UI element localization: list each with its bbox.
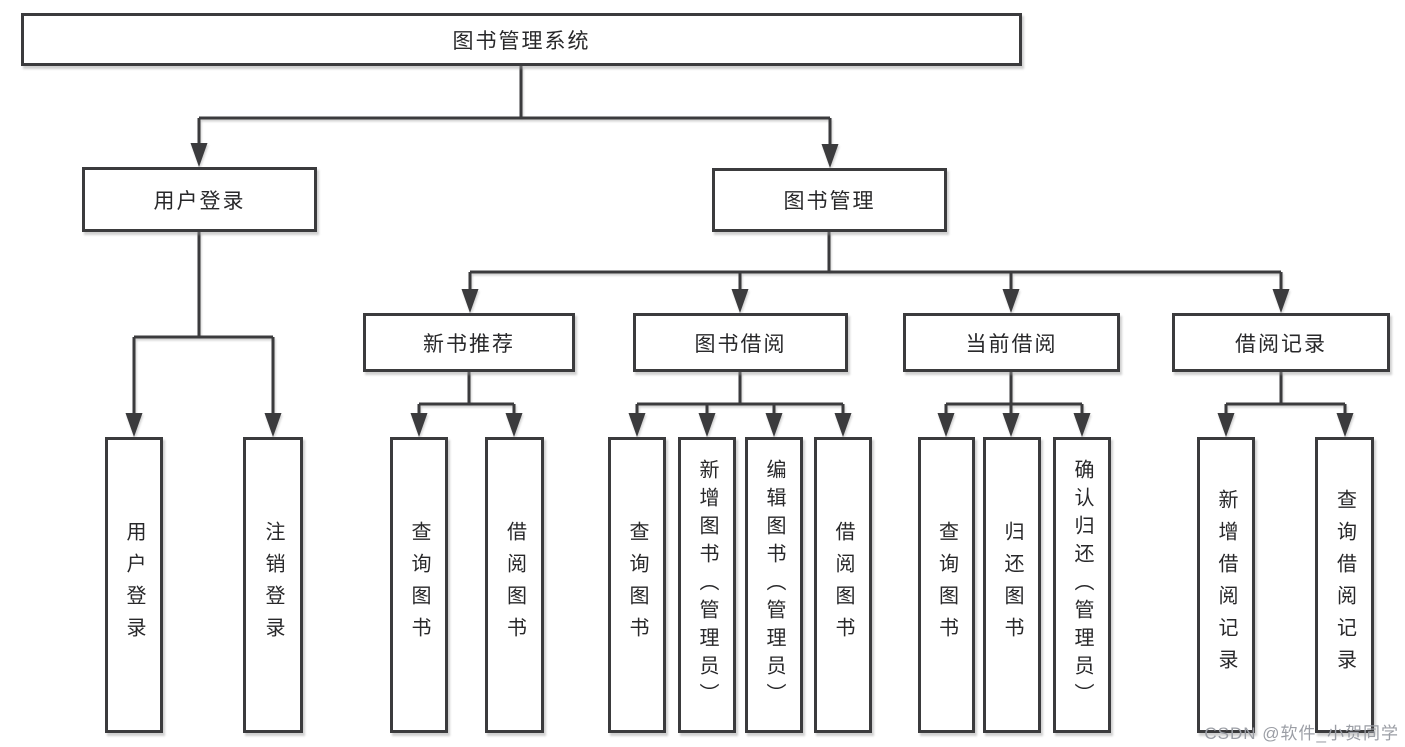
leaf-user-login: 用户登录 — [105, 437, 163, 733]
node-root-label: 图书管理系统 — [452, 29, 591, 53]
leaf-edit-book-admin-label: 编辑图书（管理员） — [763, 459, 785, 711]
leaf-query-books-current: 查询图书 — [918, 437, 975, 733]
leaf-return-book-label: 归还图书 — [1001, 521, 1023, 649]
node-book-borrow-label: 图书借阅 — [694, 332, 787, 356]
connector-borrow-records — [1224, 372, 1347, 421]
connector-user-login-to-leaves — [132, 232, 275, 421]
leaf-query-books-newrec: 查询图书 — [390, 437, 448, 733]
watermark-text: CSDN @软件_小贺同学 — [1204, 724, 1399, 743]
connector-new-book-rec — [417, 372, 516, 421]
connector-root-to-level2 — [197, 66, 832, 151]
leaf-confirm-return-admin-label: 确认归还（管理员） — [1071, 459, 1093, 711]
node-new-book-rec-label: 新书推荐 — [423, 332, 515, 356]
leaf-edit-book-admin: 编辑图书（管理员） — [745, 437, 803, 733]
node-user-login: 用户登录 — [82, 167, 317, 232]
connector-book-mgmt-to-level3 — [468, 232, 1283, 297]
node-book-mgmt: 图书管理 — [712, 168, 947, 232]
connector-current-borrow — [944, 372, 1084, 421]
leaf-borrow-books-newrec-label: 借阅图书 — [503, 521, 526, 649]
leaf-query-books-current-label: 查询图书 — [935, 521, 958, 649]
node-borrow-records-label: 借阅记录 — [1235, 332, 1327, 356]
leaf-logout-label: 注销登录 — [262, 521, 284, 649]
leaf-borrow-books-borrow-label: 借阅图书 — [832, 521, 854, 649]
node-book-mgmt-label: 图书管理 — [783, 190, 876, 213]
leaf-logout: 注销登录 — [243, 437, 303, 733]
leaf-add-borrow-record-label: 新增借阅记录 — [1215, 489, 1237, 681]
connector-book-borrow — [635, 372, 845, 421]
node-current-borrow: 当前借阅 — [903, 313, 1120, 372]
leaf-query-books-borrow-label: 查询图书 — [626, 521, 648, 649]
leaf-add-book-admin: 新增图书（管理员） — [678, 437, 736, 733]
leaf-user-login-label: 用户登录 — [123, 521, 145, 649]
node-book-borrow: 图书借阅 — [633, 313, 848, 372]
leaf-borrow-books-borrow: 借阅图书 — [814, 437, 872, 733]
node-borrow-records: 借阅记录 — [1172, 313, 1390, 372]
arrowheads — [125, 143, 1354, 437]
leaf-borrow-books-newrec: 借阅图书 — [485, 437, 544, 733]
node-current-borrow-label: 当前借阅 — [965, 332, 1058, 356]
leaf-query-borrow-record-label: 查询借阅记录 — [1333, 489, 1356, 681]
leaf-add-book-admin-label: 新增图书（管理员） — [696, 459, 718, 711]
leaf-query-borrow-record: 查询借阅记录 — [1315, 437, 1374, 733]
leaf-confirm-return-admin: 确认归还（管理员） — [1053, 437, 1111, 733]
leaf-add-borrow-record: 新增借阅记录 — [1197, 437, 1255, 733]
leaf-query-books-borrow: 查询图书 — [608, 437, 666, 733]
node-new-book-rec: 新书推荐 — [363, 313, 575, 372]
leaf-query-books-newrec-label: 查询图书 — [408, 521, 430, 649]
node-root: 图书管理系统 — [21, 13, 1022, 66]
node-user-login-label: 用户登录 — [153, 189, 246, 213]
leaf-return-book: 归还图书 — [983, 437, 1041, 733]
